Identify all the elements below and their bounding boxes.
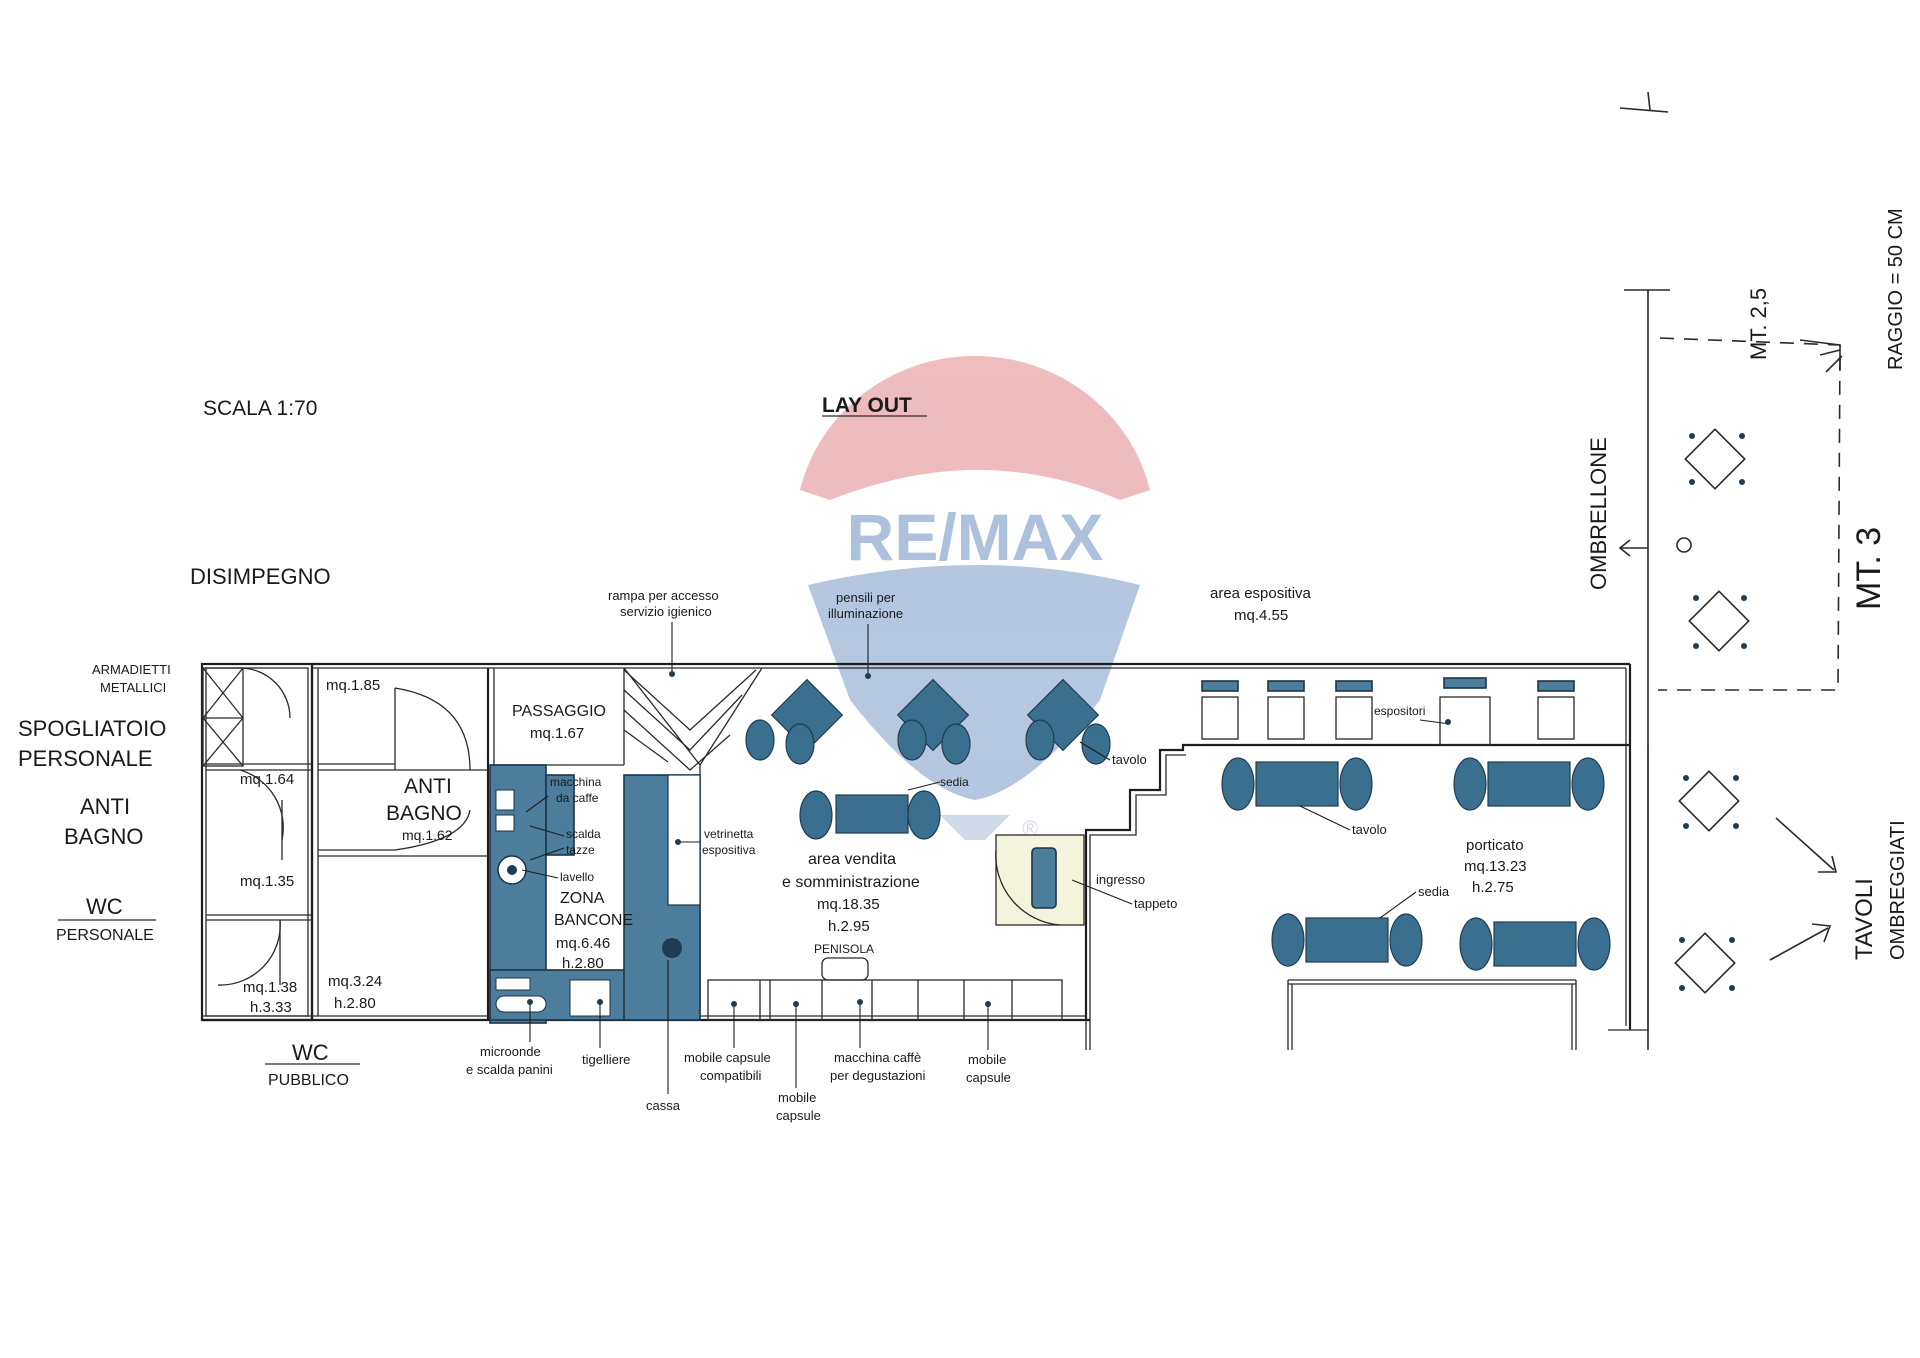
svg-text:PASSAGGIO: PASSAGGIO (512, 703, 606, 720)
bancone-counter (489, 764, 701, 1024)
svg-text:servizio igienico: servizio igienico (620, 604, 712, 619)
svg-text:mq.3.24: mq.3.24 (328, 973, 382, 990)
svg-text:mq.4.55: mq.4.55 (1234, 607, 1288, 624)
svg-text:espositiva: espositiva (702, 843, 756, 857)
callout-labels: rampa per accesso servizio igienico pens… (466, 588, 1451, 1123)
spogliatoio-label: SPOGLIATOIO (18, 716, 166, 741)
svg-text:mq.1.62: mq.1.62 (402, 827, 453, 843)
svg-text:mq.18.35: mq.18.35 (817, 896, 880, 913)
ombrellone-note: OMBRELLONE (1586, 437, 1611, 590)
ombreggiati-note: OMBREGGIATI (1887, 820, 1909, 960)
svg-text:e somministrazione: e somministrazione (782, 874, 920, 891)
disimpegno-label: DISIMPEGNO (190, 564, 331, 589)
wc-personale-label-2: PERSONALE (56, 927, 154, 944)
layout-title: LAY OUT (822, 394, 912, 417)
armadietti-label-2: METALLICI (100, 680, 166, 695)
svg-text:mq.1.35: mq.1.35 (240, 873, 294, 890)
spogliatoio-label-2: PERSONALE (18, 746, 153, 771)
svg-text:h.2.80: h.2.80 (562, 955, 604, 972)
tavoli-note: TAVOLI (1851, 878, 1878, 960)
porticato-table-2 (1453, 757, 1605, 811)
svg-text:capsule: capsule (966, 1070, 1011, 1085)
svg-text:cassa: cassa (646, 1098, 681, 1113)
anti-bagno-left-label: ANTI (80, 794, 130, 819)
svg-text:h.2.95: h.2.95 (828, 918, 870, 935)
svg-text:compatibili: compatibili (700, 1068, 762, 1083)
mt3-note: MT. 3 (1850, 527, 1888, 610)
table-group-1 (745, 678, 844, 765)
svg-text:mq.1.64: mq.1.64 (240, 771, 294, 788)
svg-text:rampa per accesso: rampa per accesso (608, 588, 719, 603)
svg-text:sedia: sedia (940, 775, 969, 789)
svg-text:da caffe: da caffe (556, 791, 599, 805)
mt25-note: MT. 2,5 (1746, 288, 1771, 360)
svg-text:tavolo: tavolo (1352, 822, 1387, 837)
porticato-table-4 (1459, 917, 1611, 971)
svg-text:PENISOLA: PENISOLA (814, 942, 874, 956)
table-group-3 (1025, 678, 1111, 765)
anti-bagno-left-label-2: BAGNO (64, 824, 143, 849)
svg-text:macchina caffè: macchina caffè (834, 1050, 921, 1065)
svg-text:tigelliere: tigelliere (582, 1052, 630, 1067)
svg-text:area vendita: area vendita (808, 851, 896, 868)
svg-text:h.2.75: h.2.75 (1472, 879, 1514, 896)
svg-text:e scalda panini: e scalda panini (466, 1062, 553, 1077)
svg-text:macchina: macchina (550, 775, 602, 789)
wc-pubblico-label: WC (292, 1040, 329, 1065)
svg-text:microonde: microonde (480, 1044, 541, 1059)
svg-text:tazze: tazze (566, 843, 595, 857)
svg-text:espositori: espositori (1374, 704, 1425, 718)
svg-text:mq.6.46: mq.6.46 (556, 935, 610, 952)
svg-text:porticato: porticato (1466, 837, 1524, 854)
porticato-table-3 (1271, 913, 1423, 967)
svg-text:per degustazioni: per degustazioni (830, 1068, 926, 1083)
svg-text:BANCONE: BANCONE (554, 912, 633, 929)
svg-text:capsule: capsule (776, 1108, 821, 1123)
svg-text:mobile capsule: mobile capsule (684, 1050, 771, 1065)
svg-text:mobile: mobile (968, 1052, 1006, 1067)
espositori (1201, 677, 1575, 746)
wc-personale-label: WC (86, 894, 123, 919)
room-labels: DISIMPEGNO ARMADIETTI METALLICI SPOGLIAT… (18, 564, 1527, 1089)
svg-text:mq.1.67: mq.1.67 (530, 725, 584, 742)
svg-text:mq.1.38: mq.1.38 (243, 979, 297, 996)
svg-text:mq.1.85: mq.1.85 (326, 677, 380, 694)
table-group-2 (896, 678, 971, 765)
scale-label: SCALA 1:70 (203, 397, 317, 420)
svg-text:mobile: mobile (778, 1090, 816, 1105)
svg-text:ANTI: ANTI (404, 775, 452, 798)
svg-text:sedia: sedia (1418, 884, 1450, 899)
wc-pubblico-label-2: PUBBLICO (268, 1072, 349, 1089)
svg-text:h.3.33: h.3.33 (250, 999, 292, 1016)
exterior-sketch: OMBRELLONE MT. 3 MT. 2,5 RAGGIO = 50 CM … (1586, 91, 1909, 1050)
building-walls (200, 662, 1649, 1050)
svg-text:tavolo: tavolo (1112, 752, 1147, 767)
svg-text:illuminazione: illuminazione (828, 606, 903, 621)
svg-text:tappeto: tappeto (1134, 896, 1177, 911)
raggio-note: RAGGIO = 50 CM (1885, 208, 1907, 370)
svg-text:ingresso: ingresso (1096, 872, 1145, 887)
svg-text:scalda: scalda (566, 827, 601, 841)
svg-text:lavello: lavello (560, 870, 594, 884)
svg-text:vetrinetta: vetrinetta (704, 827, 754, 841)
svg-text:pensili per: pensili per (836, 590, 896, 605)
svg-text:mq.13.23: mq.13.23 (1464, 858, 1527, 875)
porticato-table-1 (1221, 757, 1373, 811)
svg-text:BAGNO: BAGNO (386, 802, 462, 825)
svg-text:h.2.80: h.2.80 (334, 995, 376, 1012)
armadietti-label: ARMADIETTI (92, 662, 171, 677)
svg-text:area espositiva: area espositiva (1210, 585, 1312, 602)
svg-text:ZONA: ZONA (560, 890, 605, 907)
table-group-4 (799, 790, 941, 840)
watermark-text: RE/MAX (847, 500, 1104, 574)
